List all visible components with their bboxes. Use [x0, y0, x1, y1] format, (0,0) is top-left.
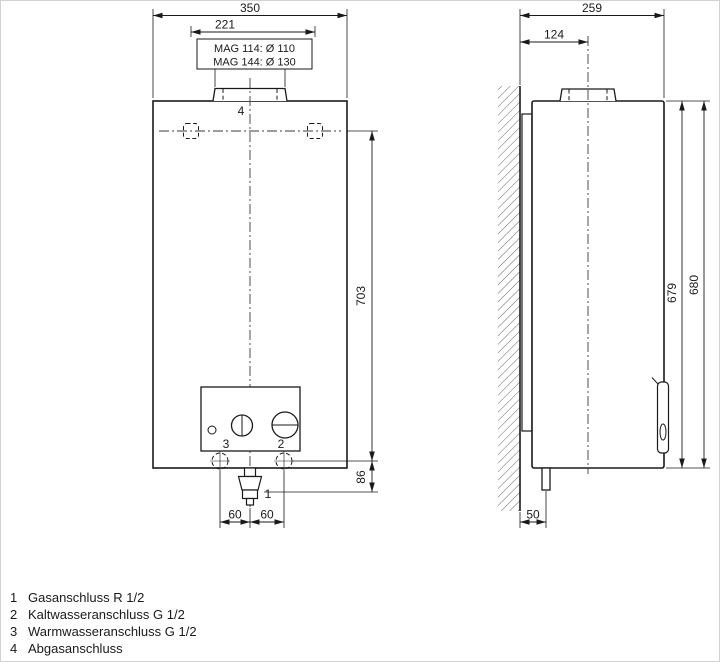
latch-clip — [651, 377, 659, 385]
bottom-connections — [210, 451, 294, 506]
flue-note-line2: MAG 144: Ø 130 — [213, 57, 296, 69]
gas-fitting-stub — [243, 467, 257, 478]
legend-item-label: Gasanschluss R 1/2 — [28, 590, 145, 605]
pilot-window — [207, 425, 217, 435]
dim-703-label: 703 — [354, 286, 368, 306]
dim-350-label: 350 — [240, 1, 260, 15]
dim-height: 703 — [293, 130, 378, 462]
callout-warm-water: 3 — [223, 437, 230, 451]
flue-collar-front — [212, 87, 288, 102]
latch-handle — [659, 423, 667, 441]
wall-section — [498, 86, 521, 511]
dim-connection-spacing: 60 60 — [219, 471, 285, 528]
dim-86-label: 86 — [354, 470, 368, 484]
legend-item-cold-water: 2 Kaltwasseranschluss G 1/2 — [10, 606, 197, 623]
legend-item-number: 4 — [10, 641, 18, 656]
dim-depth-total: 259 — [519, 1, 665, 98]
side-body-outline — [531, 100, 665, 469]
legend-item-number: 1 — [10, 590, 18, 605]
mounting-rail — [521, 113, 533, 432]
dim-gas-offset: 86 — [264, 461, 378, 493]
gas-fitting-tip — [245, 497, 255, 506]
dim-60-right-label: 60 — [260, 508, 274, 522]
flue-note-outline — [196, 38, 313, 70]
gas-fitting-body — [241, 489, 259, 500]
dim-mount-spacing: 221 — [190, 18, 316, 37]
wall-hatching — [498, 86, 520, 511]
legend: 1 Gasanschluss R 1/2 2 Kaltwasseranschlu… — [10, 589, 197, 657]
legend-item-warm-water: 3 Warmwasseranschluss G 1/2 — [10, 623, 197, 640]
front-view: 4 3 2 1 350 221 MAG 114: Ø 110 MAG 144: … — [152, 1, 378, 528]
front-latch — [656, 381, 670, 454]
legend-item-label: Abgasanschluss — [28, 641, 123, 656]
dim-50-label: 50 — [526, 508, 540, 522]
dim-221-label: 221 — [215, 18, 235, 32]
callout-cold-water: 2 — [278, 437, 285, 451]
legend-item-label: Kaltwasseranschluss G 1/2 — [28, 607, 185, 622]
dim-pipe-offset: 50 — [519, 491, 547, 528]
callout-flue: 4 — [238, 104, 245, 118]
flue-note-box: MAG 114: Ø 110 MAG 144: Ø 130 — [196, 38, 313, 87]
dim-60-left-label: 60 — [228, 508, 242, 522]
legend-item-number: 2 — [10, 607, 18, 622]
dim-heights: 679 680 — [665, 100, 710, 469]
callout-gas: 1 — [265, 487, 272, 501]
dim-width-total: 350 — [152, 1, 348, 98]
legend-item-label: Warmwasseranschluss G 1/2 — [28, 624, 197, 639]
side-view: 259 124 679 680 50 — [498, 1, 710, 528]
dim-259-label: 259 — [582, 1, 602, 15]
gas-fitting-nut — [237, 475, 263, 491]
legend-item-number: 3 — [10, 624, 18, 639]
legend-item-gas: 1 Gasanschluss R 1/2 — [10, 589, 197, 606]
flue-note-line1: MAG 114: Ø 110 — [214, 43, 295, 55]
dim-680-label: 680 — [687, 275, 701, 295]
side-body — [521, 36, 670, 491]
dim-679-label: 679 — [665, 283, 679, 303]
legend-item-flue: 4 Abgasanschluss — [10, 640, 197, 657]
control-panel — [200, 386, 301, 452]
dim-flue-axis: 124 — [520, 28, 588, 45]
gas-pipe-side — [541, 467, 551, 491]
dim-124-label: 124 — [544, 28, 564, 42]
